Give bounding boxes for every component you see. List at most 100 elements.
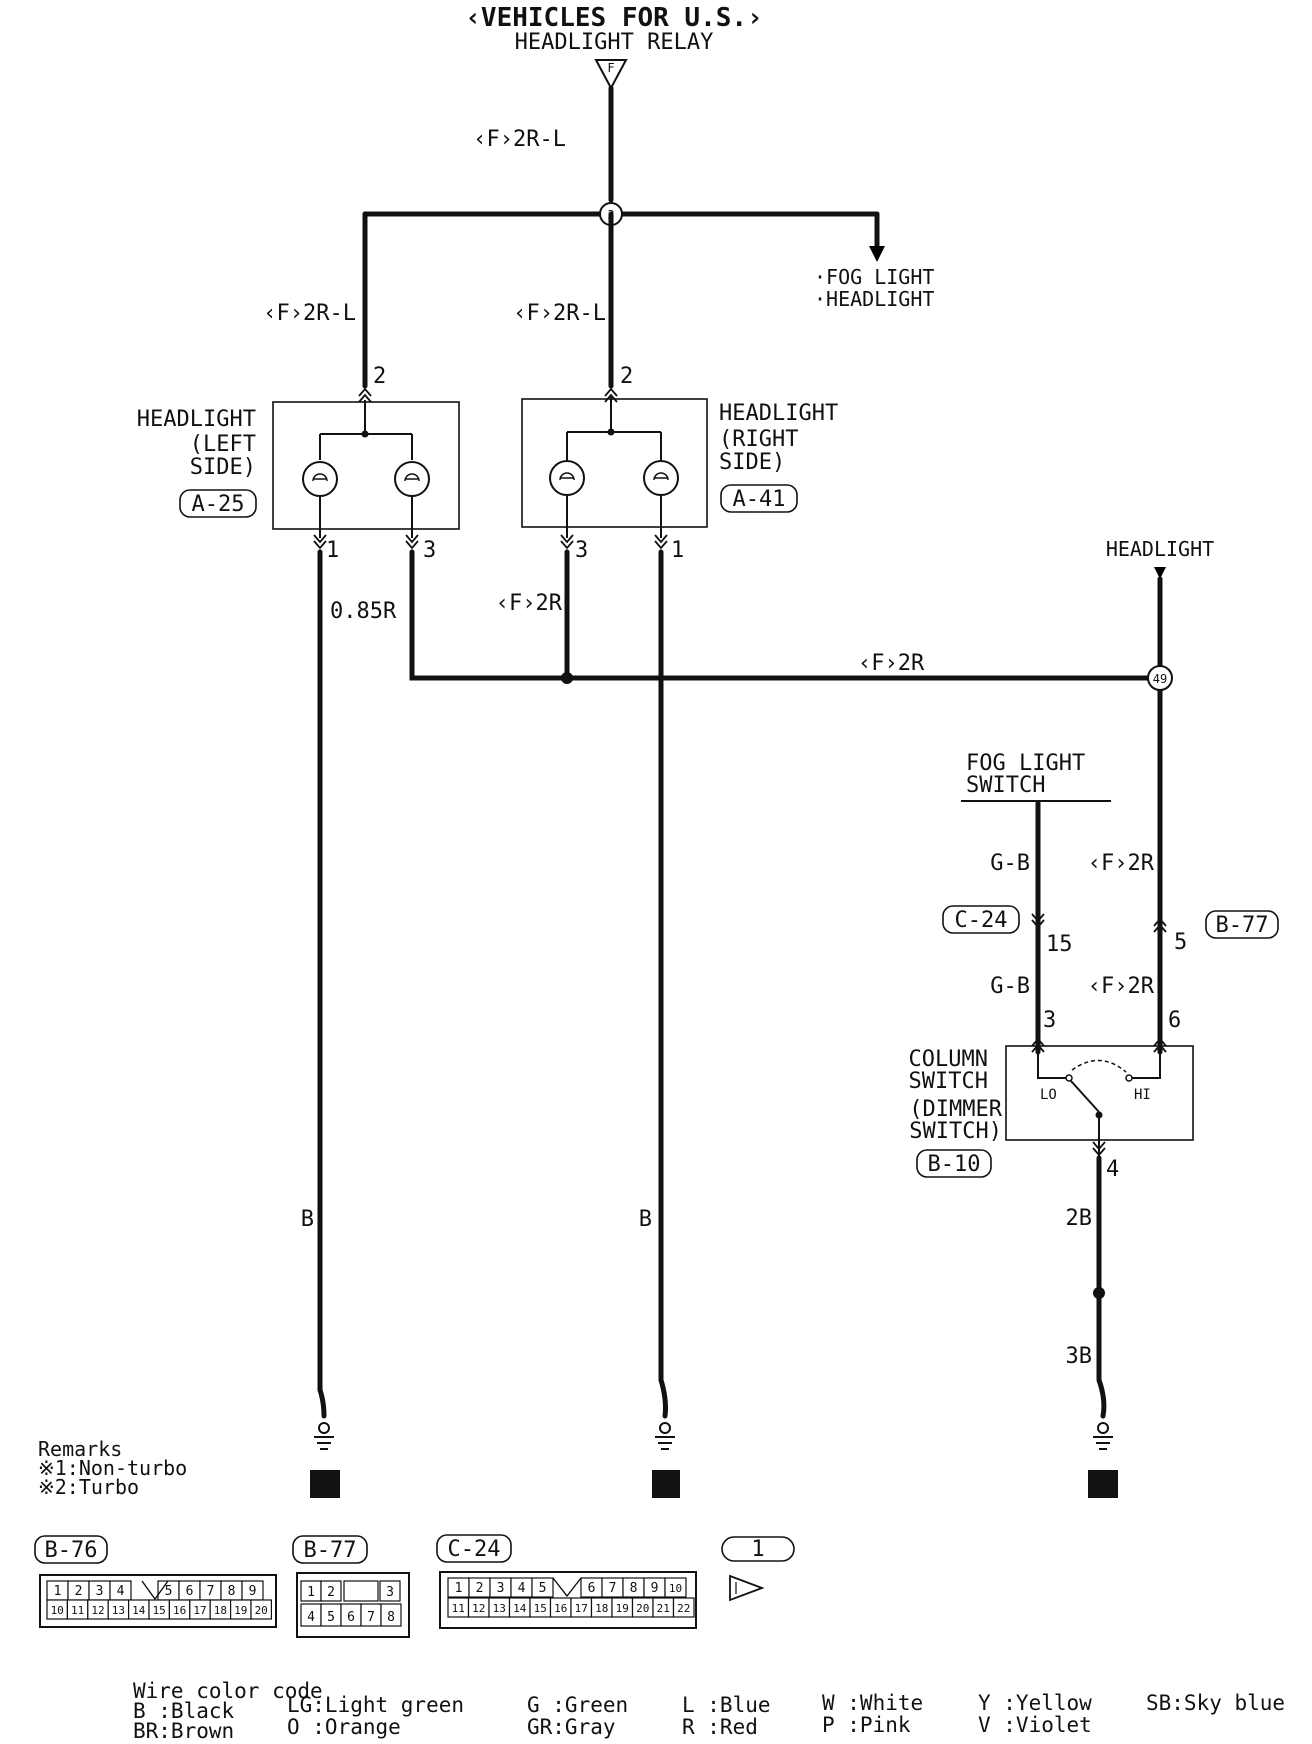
legend-tag-label: 1 bbox=[751, 1537, 764, 1562]
headlight-left-side-1: (LEFT bbox=[190, 432, 256, 457]
left-pin-2: 2 bbox=[373, 364, 386, 389]
column-switch-hi-pin: 6 bbox=[1168, 1008, 1181, 1033]
connector-pin-number: 1 bbox=[455, 1581, 463, 1596]
remarks-title: Remarks bbox=[38, 1437, 122, 1461]
diagram-title: ‹VEHICLES FOR U.S.› bbox=[465, 3, 762, 33]
wire-label-bus: ‹F›2R bbox=[858, 651, 925, 676]
connector-pin-cell bbox=[250, 1599, 272, 1620]
wire-label-left-pin1: 0.85R bbox=[330, 599, 397, 624]
b10-connector-badge bbox=[916, 1149, 992, 1178]
connector-pin-number: 15 bbox=[534, 1602, 547, 1615]
b77-pin: 5 bbox=[1174, 930, 1187, 955]
connector-pin-number: 10 bbox=[669, 1582, 682, 1595]
ground-icon bbox=[313, 1422, 335, 1450]
fog-switch-label-2: SWITCH bbox=[966, 773, 1045, 798]
connector-pin-number: 2 bbox=[75, 1584, 83, 1599]
connector-pin-number: 15 bbox=[153, 1604, 166, 1617]
headlight-left-side-2: SIDE) bbox=[190, 455, 256, 480]
headlight-right-box bbox=[521, 398, 708, 528]
ground-lead bbox=[317, 1387, 327, 1419]
connector-pin-number: 7 bbox=[609, 1581, 617, 1596]
connector-pin-number: 12 bbox=[472, 1602, 485, 1615]
connector-pin-number: 20 bbox=[255, 1604, 268, 1617]
ground-lead bbox=[658, 1377, 668, 1419]
connector-pin-number: 20 bbox=[636, 1602, 649, 1615]
connector-pin-cell bbox=[320, 1580, 342, 1602]
connector-pin-number: 8 bbox=[387, 1610, 395, 1625]
connector-pin-number: 16 bbox=[554, 1602, 567, 1615]
connector-pin-number: 2 bbox=[476, 1581, 484, 1596]
wire-label-fog-lower: G-B bbox=[990, 974, 1030, 999]
headlight-right-title: HEADLIGHT bbox=[719, 401, 838, 426]
right-pin-1: 1 bbox=[671, 538, 684, 563]
connector-pin-number: 17 bbox=[575, 1602, 588, 1615]
b76-view-label: B-76 bbox=[45, 1538, 98, 1563]
connector-pin-cell bbox=[380, 1603, 402, 1627]
headlight-right-side-1: (RIGHT bbox=[719, 427, 798, 452]
b10-connector-label: B-10 bbox=[928, 1152, 981, 1177]
right-pin-2: 2 bbox=[620, 364, 633, 389]
connector-pin-number: 18 bbox=[595, 1602, 608, 1615]
wire-label-left-feed: ‹F›2R-L bbox=[263, 301, 356, 326]
ground-number-badge bbox=[1088, 1470, 1118, 1498]
wire-label-ground-left: B bbox=[301, 1207, 314, 1232]
headlight-left-connector: A-25 bbox=[192, 492, 245, 517]
legend-tag-badge bbox=[721, 1536, 795, 1562]
wire-label-sw-out-upper: 2B bbox=[1066, 1206, 1093, 1231]
connector-pin-number: 14 bbox=[513, 1602, 527, 1615]
connector-pin-number: 12 bbox=[91, 1604, 104, 1617]
connector-pin-cell bbox=[664, 1577, 687, 1598]
bulb-icon bbox=[549, 460, 585, 496]
remarks-line-1: ※1:Non-turbo bbox=[38, 1456, 187, 1480]
color-code-entry: V :Violet bbox=[978, 1713, 1092, 1737]
bulb-icon bbox=[643, 460, 679, 496]
headlight-source-arrow-icon bbox=[1154, 567, 1166, 579]
connector-pin-number: 22 bbox=[677, 1602, 690, 1615]
bulb-icon bbox=[302, 461, 338, 497]
wire-label-ground-mid: B bbox=[639, 1207, 652, 1232]
ground-icon bbox=[1092, 1422, 1114, 1450]
column-switch-out-pin: 4 bbox=[1106, 1157, 1119, 1182]
connector-pin-number: 19 bbox=[616, 1602, 629, 1615]
b76-view-badge bbox=[34, 1535, 108, 1564]
connector-pin-number: 19 bbox=[234, 1604, 247, 1617]
color-code-entry: Y :Yellow bbox=[978, 1691, 1092, 1715]
connector-pin-number: 4 bbox=[117, 1584, 125, 1599]
connector-pin-number: 10 bbox=[51, 1604, 64, 1617]
column-switch-label-2: SWITCH bbox=[909, 1069, 988, 1094]
connector-pin-number: 14 bbox=[132, 1604, 146, 1617]
junction-bus bbox=[1147, 665, 1173, 691]
color-code-entry: GR:Gray bbox=[527, 1715, 616, 1739]
color-code-entry: B :Black bbox=[133, 1699, 235, 1723]
connector-pin-number: 5 bbox=[165, 1584, 173, 1599]
b77-view-label: B-77 bbox=[304, 1538, 357, 1563]
connector-pin-number: 11 bbox=[71, 1604, 84, 1617]
column-switch-lo-label: LO bbox=[1040, 1087, 1057, 1103]
connector-pin-number: 7 bbox=[207, 1584, 215, 1599]
wire-label-right-pin3: ‹F›2R bbox=[496, 591, 563, 616]
b77-view-badge bbox=[292, 1535, 368, 1564]
connector-pin-cell bbox=[379, 1580, 401, 1602]
connector-pin-number: 13 bbox=[493, 1602, 506, 1615]
splice-point bbox=[561, 672, 573, 684]
color-code-entry: W :White bbox=[822, 1691, 923, 1715]
c24-pin: 15 bbox=[1046, 932, 1073, 957]
wire-label-hl-upper: ‹F›2R bbox=[1088, 851, 1155, 876]
color-code-title: Wire color code bbox=[133, 1679, 323, 1703]
connector-pin-number: 1 bbox=[54, 1584, 62, 1599]
relay-label: HEADLIGHT RELAY bbox=[515, 30, 714, 55]
ground-number-11: 11 bbox=[309, 1471, 340, 1501]
color-code-entry: G :Green bbox=[527, 1693, 628, 1717]
connector-pin-number: 3 bbox=[386, 1585, 394, 1600]
connector-pin-number: 8 bbox=[228, 1584, 236, 1599]
connector-pin-number: 9 bbox=[651, 1581, 659, 1596]
color-code-entry: P :Pink bbox=[822, 1713, 911, 1737]
headlight-right-connector: A-41 bbox=[733, 487, 786, 512]
ground-number-badge bbox=[310, 1470, 340, 1498]
branch-arrow-icon bbox=[869, 246, 885, 262]
fog-switch-label-1: FOG LIGHT bbox=[966, 751, 1085, 776]
ground-number-1: 1 bbox=[658, 1471, 674, 1501]
